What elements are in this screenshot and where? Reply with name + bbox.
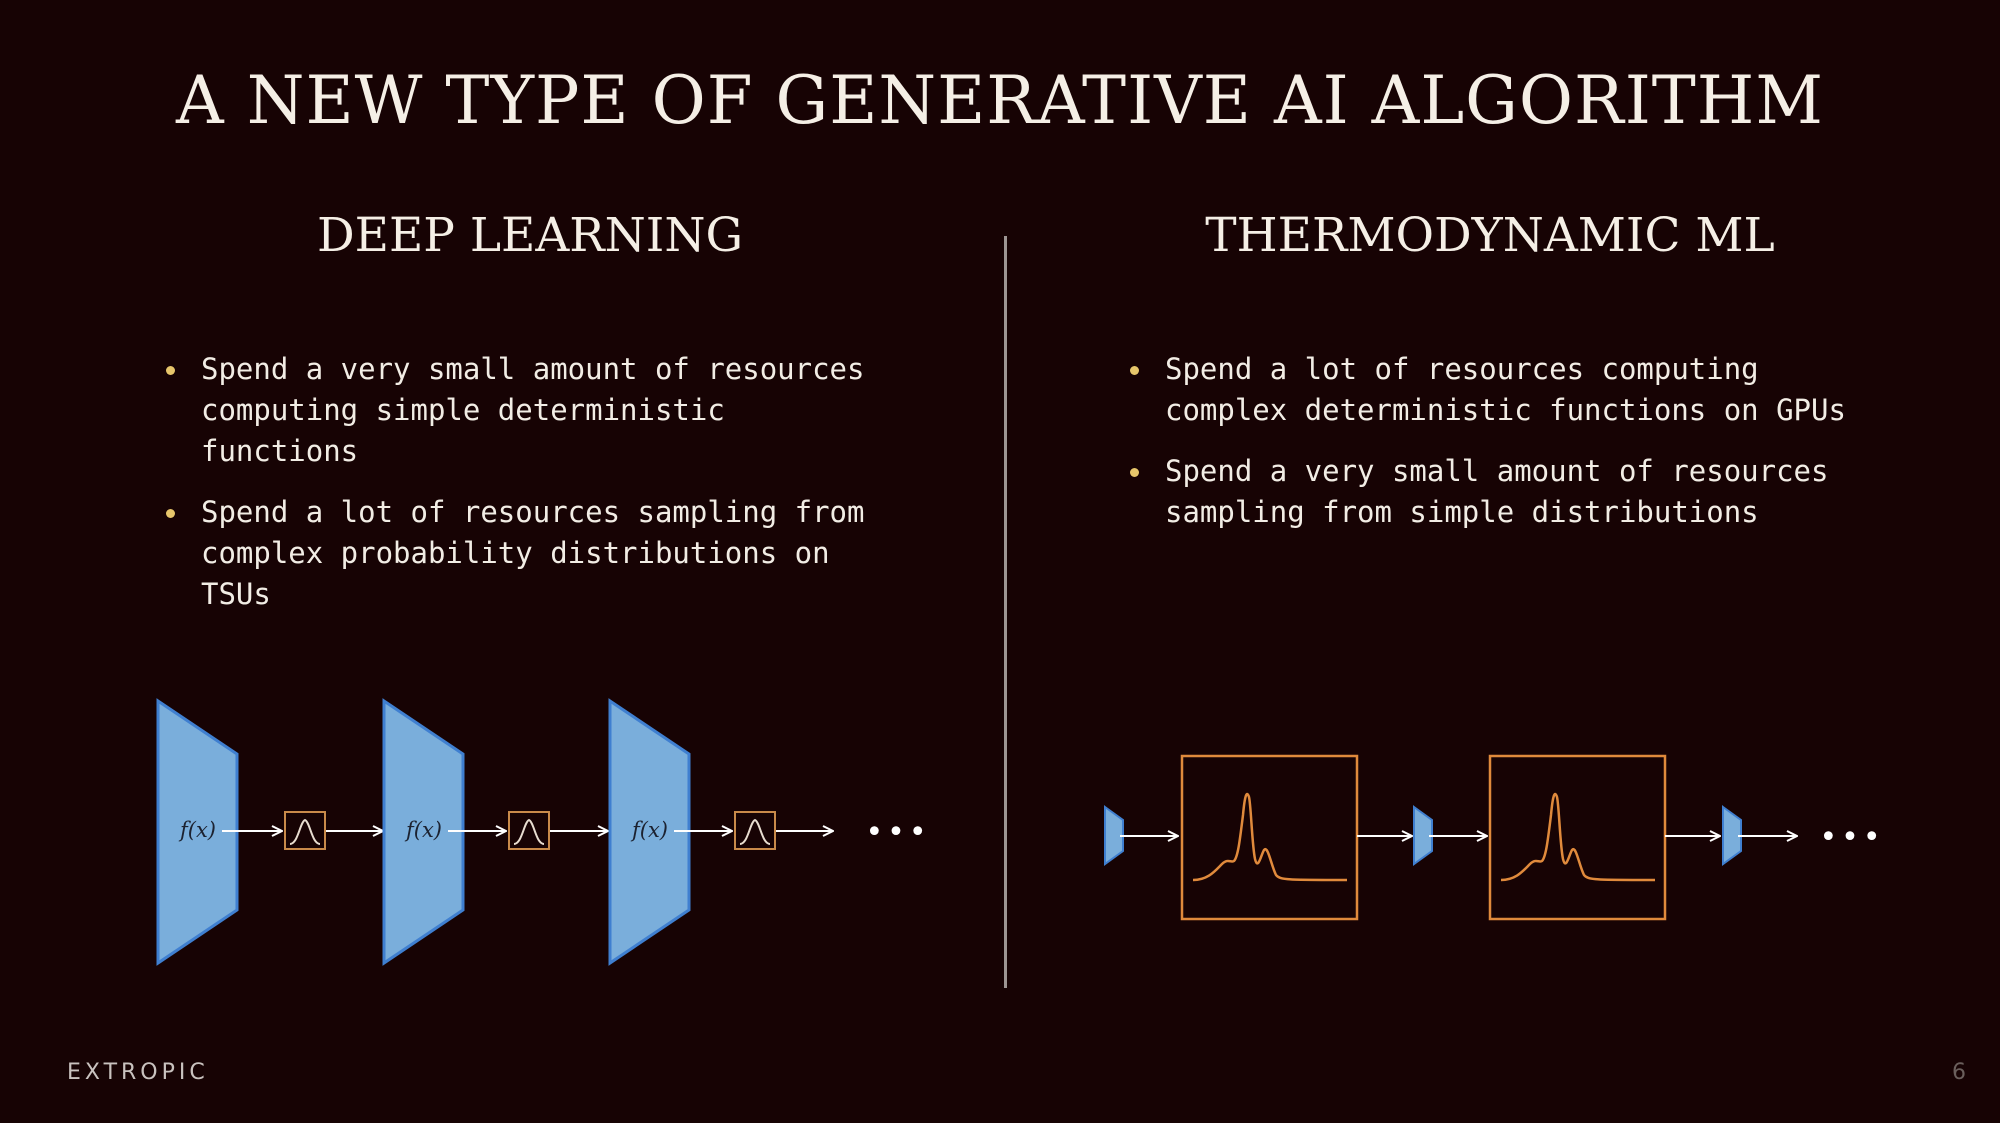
page-number: 6 [1952,1060,1966,1085]
distribution-box [1180,754,1359,921]
bullet-dot-icon [1130,366,1139,375]
function-block [1413,805,1433,866]
function-label: f(x) [630,818,668,842]
brand-logo: EXTROPIC [67,1060,209,1085]
function-block [1722,805,1742,866]
bullet-text: Spend a lot of resources computing compl… [1165,352,1846,427]
thermodynamic-ml-diagram: ••• [1104,754,1884,921]
thermodynamic-ml-heading: THERMODYNAMIC ML [1205,208,1775,263]
column-divider [1004,236,1007,988]
function-block [1104,805,1124,866]
bullet-item: Spend a lot of resources computing compl… [1126,349,1866,431]
deep-learning-diagram: f(x) f(x) f(x) ••• [156,698,930,966]
deep-learning-heading: DEEP LEARNING [316,208,744,263]
thermodynamic-ml-bullets: Spend a lot of resources computing compl… [1126,349,1866,553]
bullet-item: Spend a very small amount of resources c… [162,349,882,472]
function-label: f(x) [404,818,442,842]
bullet-dot-icon [166,366,175,375]
function-label: f(x) [178,818,216,842]
bullet-text: Spend a very small amount of resources c… [201,352,865,468]
distribution-sample-box [284,811,326,850]
bullet-text: Spend a very small amount of resources s… [1165,454,1829,529]
bullet-dot-icon [1130,468,1139,477]
bullet-text: Spend a lot of resources sampling from c… [201,495,865,611]
ellipsis: ••• [1819,820,1884,855]
ellipsis: ••• [865,815,930,850]
deep-learning-bullets: Spend a very small amount of resources c… [162,349,882,635]
bullet-item: Spend a very small amount of resources s… [1126,451,1866,533]
distribution-sample-box [734,811,776,850]
function-block [156,698,239,966]
distribution-sample-box [508,811,550,850]
bullet-dot-icon [166,509,175,518]
slide-title: A NEW TYPE OF GENERATIVE AI ALGORITHM [176,62,1824,139]
function-block [608,698,691,966]
distribution-box [1488,754,1667,921]
bullet-item: Spend a lot of resources sampling from c… [162,492,882,615]
function-block [382,698,465,966]
